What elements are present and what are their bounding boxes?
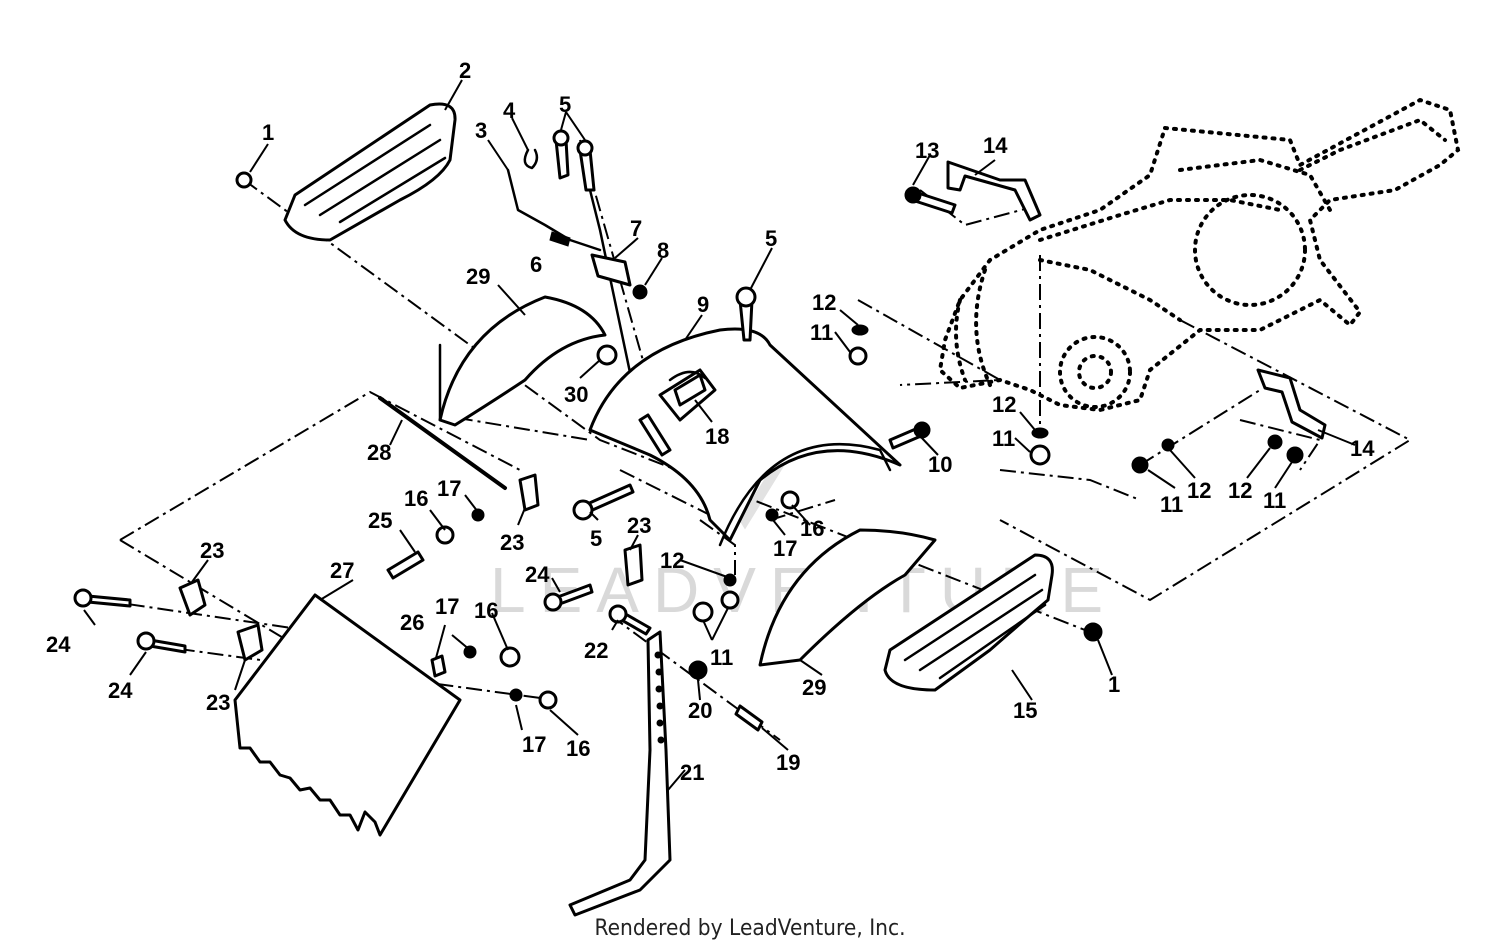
callout-17: 17 — [435, 594, 459, 619]
callout-24: 24 — [46, 632, 71, 657]
callout-20: 20 — [688, 698, 712, 723]
callout-8: 8 — [657, 238, 669, 263]
pin-18 — [673, 373, 707, 407]
drag-bar — [233, 593, 462, 837]
callout-12: 12 — [1187, 478, 1211, 503]
tiller-frame-outline — [937, 97, 1461, 413]
callout-7: 7 — [630, 216, 642, 241]
nut-8 — [632, 284, 648, 300]
callout-11: 11 — [992, 426, 1015, 451]
footer-credit: Rendered by LeadVenture, Inc. — [594, 916, 906, 941]
bracket-14-upper — [946, 160, 1042, 222]
callout-5: 5 — [765, 226, 777, 251]
pin-25 — [386, 550, 425, 580]
callout-12: 12 — [660, 548, 684, 573]
callout-29: 29 — [466, 264, 490, 289]
bracket-23-left-top — [178, 578, 207, 617]
callout-14: 14 — [1350, 436, 1375, 461]
callout-17: 17 — [773, 536, 797, 561]
callout-1: 1 — [1108, 672, 1120, 697]
callout-19: 19 — [776, 750, 800, 775]
callout-15: 15 — [1013, 698, 1037, 723]
callout-25: 25 — [368, 508, 392, 533]
rod-28 — [378, 396, 507, 490]
callout-23: 23 — [500, 530, 524, 555]
callout-11: 11 — [1263, 488, 1286, 513]
nut-left — [235, 171, 253, 189]
spring — [549, 231, 571, 247]
bracket-14-lower — [1256, 368, 1327, 440]
callout-3: 3 — [475, 118, 487, 143]
bracket-23-right — [623, 543, 644, 587]
bracket-23-left-bottom — [236, 623, 264, 662]
callout-12: 12 — [1228, 478, 1252, 503]
depth-bar — [568, 630, 672, 917]
bracket — [590, 253, 632, 287]
callout-29: 29 — [802, 675, 826, 700]
callout-16: 16 — [800, 516, 824, 541]
depth-rod-assembly — [506, 129, 642, 422]
flap-right — [758, 528, 937, 667]
callout-11: 11 — [710, 645, 733, 670]
washer-17a — [471, 508, 485, 522]
callout-17: 17 — [522, 732, 546, 757]
bracket-23-center — [518, 473, 540, 512]
callout-1: 1 — [262, 120, 274, 145]
callout-17: 17 — [437, 476, 461, 501]
callout-22: 22 — [584, 638, 608, 663]
callout-16: 16 — [566, 736, 590, 761]
callout-11: 11 — [1160, 492, 1183, 517]
hardware-center — [692, 324, 1304, 623]
callout-10: 10 — [928, 452, 952, 477]
side-shield-right — [883, 553, 1054, 692]
callout-5: 5 — [559, 92, 571, 117]
callout-2: 2 — [459, 58, 471, 83]
callout-23: 23 — [206, 690, 230, 715]
callout-28: 28 — [367, 440, 391, 465]
callout-21: 21 — [680, 760, 704, 785]
callout-23: 23 — [627, 513, 651, 538]
callout-23: 23 — [200, 538, 224, 563]
callout-27: 27 — [330, 558, 354, 583]
nut-right — [1083, 622, 1103, 642]
washer-16a — [435, 525, 455, 545]
callout-9: 9 — [697, 292, 709, 317]
callout-14: 14 — [983, 133, 1008, 158]
callout-12: 12 — [812, 290, 836, 315]
pin-26 — [430, 654, 447, 678]
callout-24: 24 — [108, 678, 133, 703]
side-shield-left — [283, 102, 457, 242]
callout-4: 4 — [503, 98, 516, 123]
pin-19 — [734, 704, 764, 732]
callout-13: 13 — [915, 138, 939, 163]
callout-5: 5 — [590, 526, 602, 551]
flap-left — [438, 295, 607, 427]
callout-16: 16 — [474, 598, 498, 623]
bolts-24 — [73, 583, 594, 654]
callout-18: 18 — [705, 424, 729, 449]
callout-30: 30 — [564, 382, 588, 407]
callout-24: 24 — [525, 562, 550, 587]
callout-12: 12 — [992, 392, 1016, 417]
nut-20 — [688, 660, 708, 680]
washer-30 — [596, 344, 618, 366]
callout-labels: 1 1 2 3 4 5 5 5 6 7 8 9 10 11 11 11 11 1… — [46, 58, 1375, 785]
callout-16: 16 — [404, 486, 428, 511]
callout-26: 26 — [400, 610, 424, 635]
callout-6: 6 — [530, 252, 542, 277]
callout-11: 11 — [810, 320, 833, 345]
leader-lines — [83, 79, 1356, 791]
